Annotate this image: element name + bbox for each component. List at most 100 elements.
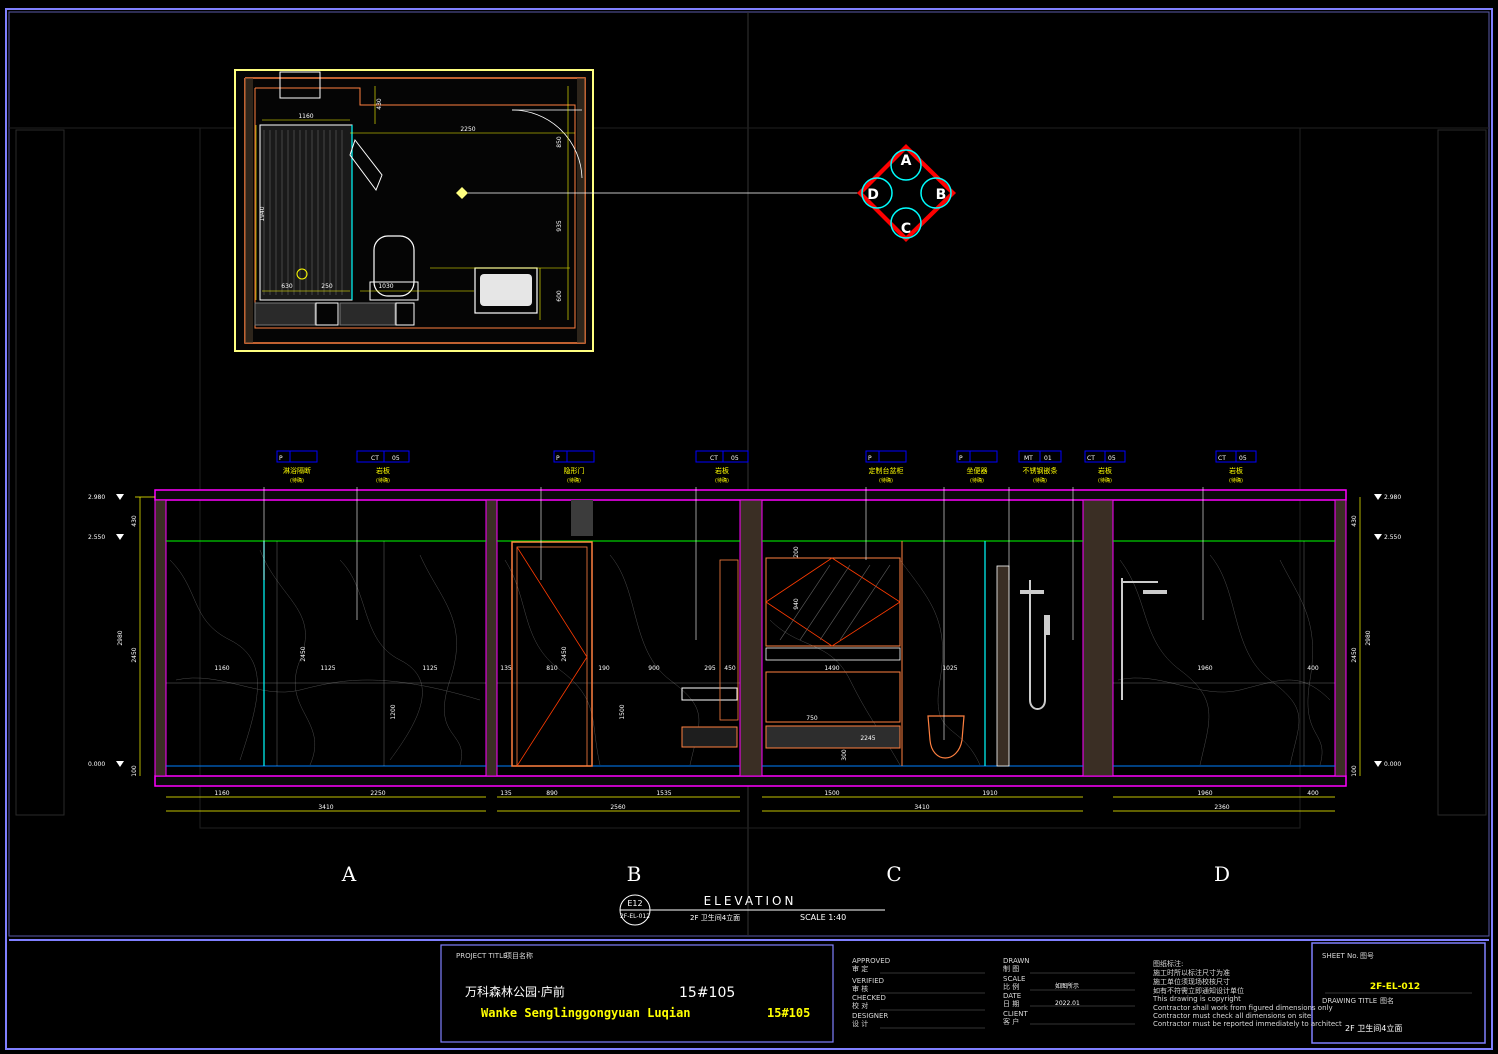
callout-code: MT <box>1024 455 1033 462</box>
dim-a-1: 1160 <box>214 790 229 797</box>
callout-sub: (待确) <box>970 477 984 484</box>
level-floor-right: 0.000 <box>1384 761 1401 768</box>
material-callouts: P CT 05 P CT 05 P P MT 01 CT 05 CT 05 淋浴… <box>263 450 1257 740</box>
callout-code: CT <box>371 455 379 462</box>
project-number-en: 15#105 <box>767 1006 810 1020</box>
dim-b-2: 890 <box>546 790 558 797</box>
dim-side-left: 2450 <box>131 647 138 662</box>
marker-label-b: B <box>936 187 947 203</box>
sheet-ref: E12 <box>627 899 642 908</box>
scale-value: 如图所示 <box>1055 982 1079 990</box>
dim-b-inner: 1500 <box>619 704 626 719</box>
marker-label-d: D <box>867 187 879 203</box>
plan-dim: 1940 <box>259 206 266 221</box>
callout-label: 不锈钢嵌条 <box>1023 466 1058 475</box>
callout-code: P <box>959 455 963 462</box>
dim-d-inner: 400 <box>1307 665 1319 672</box>
callout <box>1008 450 1062 580</box>
callout <box>540 450 595 580</box>
dim-side-left: 430 <box>131 515 138 527</box>
plan-dimension-labels: 1160 2250 1940 630 250 1030 430 850 935 … <box>259 98 563 302</box>
callout <box>1072 450 1126 640</box>
callout-label: 淋浴隔断 <box>283 466 311 475</box>
info-label-cn: 制 图 <box>1003 964 1019 973</box>
callout-code: P <box>279 455 283 462</box>
level-top-right: 2.980 <box>1384 494 1401 501</box>
dim-c-1: 1500 <box>824 790 839 797</box>
sheet-ref-sub: 2F-EL-012 <box>620 913 650 920</box>
dim-a-inner: 1200 <box>390 704 397 719</box>
info-label: SCALE <box>1003 975 1025 983</box>
callout-label: 岩板 <box>1229 466 1243 475</box>
callout-code: CT <box>1218 455 1226 462</box>
dim-b-inner: 135 <box>500 665 512 672</box>
callout-num: 05 <box>392 455 400 462</box>
dim-d-1: 1960 <box>1197 790 1212 797</box>
note-line: Contractor must check all dimensions on … <box>1153 1012 1311 1020</box>
note-line: 施工时所以标注尺寸为准 <box>1153 968 1230 977</box>
note-line: 图纸标注: <box>1153 959 1183 968</box>
callout-label: 坐便器 <box>967 466 988 475</box>
info-label: CLIENT <box>1003 1010 1029 1018</box>
level-markers: 2.980 2.550 0.000 2.980 2.550 0.000 <box>88 494 1401 768</box>
toilet <box>927 715 965 759</box>
dim-side-left: 2980 <box>117 630 124 645</box>
dim-b-1: 135 <box>500 790 512 797</box>
plan-dim: 1030 <box>378 283 393 290</box>
approval-label: APPROVED <box>852 957 890 965</box>
plan-dim: 250 <box>321 283 333 290</box>
dim-b-total: 2560 <box>610 804 625 811</box>
approval-label-cn: 校 对 <box>852 1001 868 1010</box>
dim-side-left: 100 <box>131 765 138 777</box>
dim-side-right: 2980 <box>1365 630 1372 645</box>
date-value: 2022.01 <box>1055 1000 1080 1007</box>
callout <box>865 450 907 560</box>
drawing-title-label: DRAWING TITLE <box>1322 997 1377 1005</box>
hidden-door <box>511 541 593 767</box>
project-name-cn: 万科森林公园·庐前 <box>465 984 565 999</box>
dim-d-2: 400 <box>1307 790 1319 797</box>
dim-c-inner: 1490 <box>824 665 839 672</box>
dim-side-right: 430 <box>1351 515 1358 527</box>
dim-b-inner: 450 <box>724 665 736 672</box>
sheet-no-label-cn: 图号 <box>1360 952 1374 960</box>
callout-sub: (待确) <box>376 477 390 484</box>
callout-label: 定制台盆柜 <box>869 466 904 475</box>
direction-marker: A B C D <box>857 144 956 242</box>
level-ceiling-left: 2.550 <box>88 534 105 541</box>
callout-code: P <box>868 455 872 462</box>
dim-a-inner: 1160 <box>214 665 229 672</box>
callout-label: 岩板 <box>715 466 729 475</box>
callout-label: 岩板 <box>376 466 390 475</box>
info-label-cn: 比 例 <box>1003 982 1019 991</box>
approval-label-cn: 审 定 <box>852 964 868 973</box>
drawing-heading: E12 2F-EL-012 ELEVATION 2F 卫生间4立面 SCALE … <box>619 894 885 926</box>
plan-dim: 2250 <box>460 126 475 133</box>
dim-side-right: 100 <box>1351 765 1358 777</box>
callout-num: 05 <box>731 455 739 462</box>
callout-label: 隐形门 <box>564 466 585 475</box>
dim-c-inner: 2245 <box>860 735 875 742</box>
callout-sub: (待确) <box>879 477 893 484</box>
drawing-title-label-cn: 图名 <box>1380 996 1394 1005</box>
plan-dim: 630 <box>281 283 293 290</box>
project-number: 15#105 <box>679 985 735 1001</box>
outer-frame <box>5 8 1493 1050</box>
callout-num: 01 <box>1044 455 1052 462</box>
info-label-cn: 客 户 <box>1003 1017 1019 1026</box>
marker-label-a: A <box>901 153 912 169</box>
callout-code: CT <box>1087 455 1095 462</box>
callout-sub: (待确) <box>567 477 581 484</box>
note-line: 如有不符需立即通知设计单位 <box>1153 986 1244 995</box>
callout-num: 05 <box>1108 455 1116 462</box>
project-title-label: PROJECT TITLE <box>456 952 507 960</box>
dim-c-2: 1910 <box>982 790 997 797</box>
dim-b-inner: 2450 <box>561 646 568 661</box>
project-box <box>440 944 834 1043</box>
callout <box>1202 450 1257 620</box>
info-label: DATE <box>1003 992 1021 1000</box>
elevation-label-a: A <box>341 862 357 886</box>
dim-c-inner: 300 <box>841 749 848 761</box>
note-line: Contractor must be reported immediately … <box>1153 1020 1342 1028</box>
